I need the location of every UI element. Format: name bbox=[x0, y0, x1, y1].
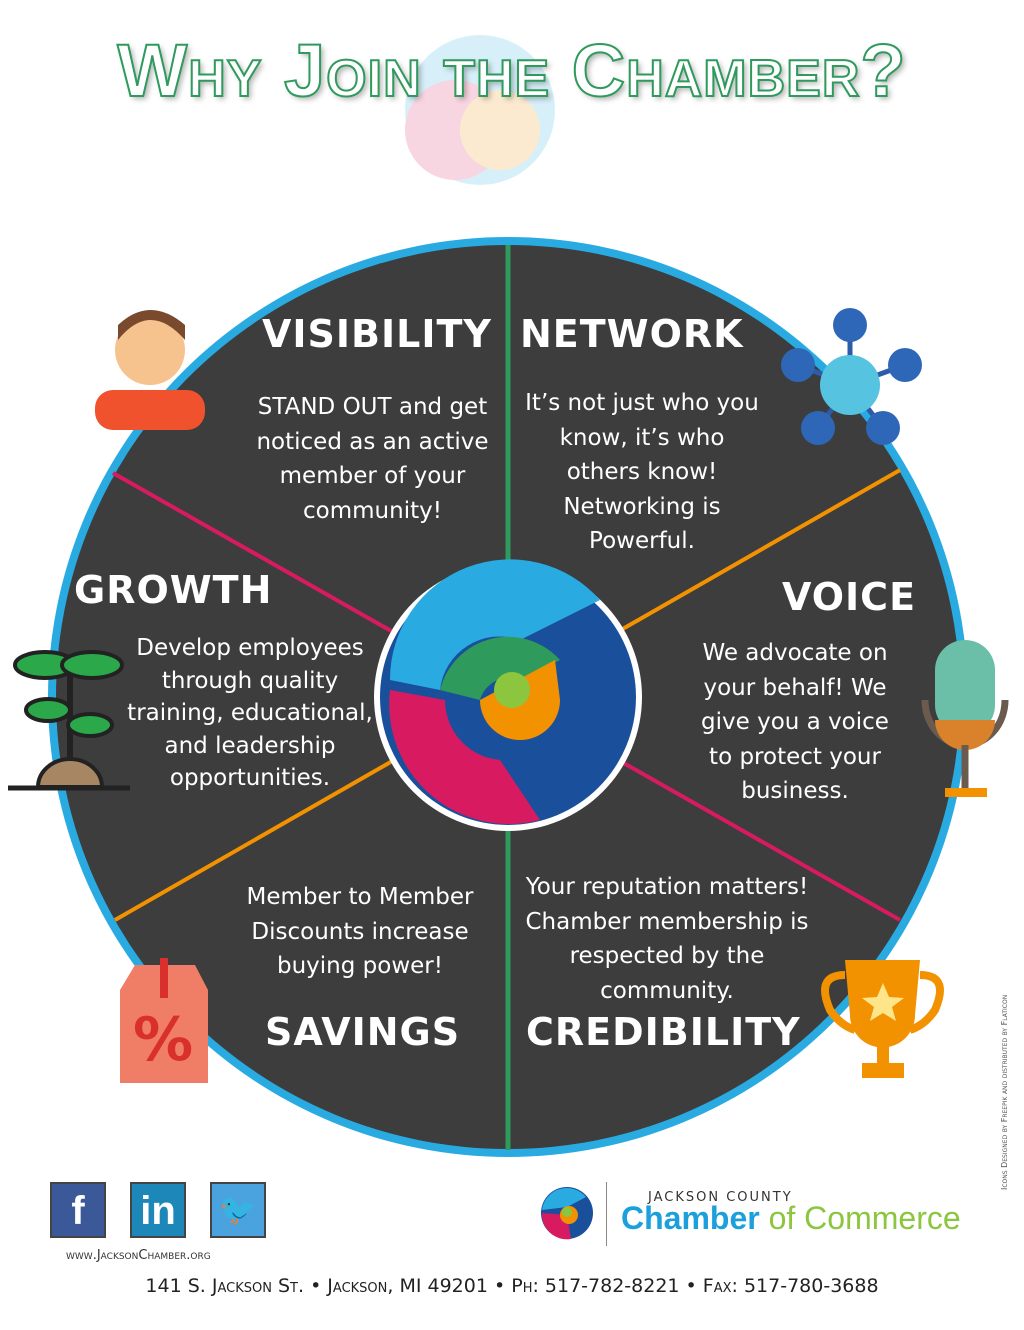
voice-heading: VOICE bbox=[782, 575, 917, 619]
people-icon bbox=[95, 310, 205, 430]
discount-tag-icon: % bbox=[120, 958, 208, 1083]
savings-text: Member to Member Discounts increase buyi… bbox=[246, 884, 474, 979]
org-chamber: Chamber bbox=[621, 1200, 760, 1236]
voice-text: We advocate on your behalf! We give you … bbox=[701, 640, 889, 804]
address-line: 141 S. Jackson St. • Jackson, MI 49201 •… bbox=[145, 1275, 879, 1297]
visibility-text: STAND OUT and get noticed as an active m… bbox=[256, 394, 489, 524]
growth-text: Develop employees through quality traini… bbox=[127, 635, 373, 791]
chamber-logo-icon bbox=[541, 1187, 593, 1240]
org-of-commerce: of Commerce bbox=[768, 1200, 961, 1236]
credibility-text: Your reputation matters! Chamber members… bbox=[525, 874, 809, 1004]
page-title: Why Join the Chamber? bbox=[116, 28, 907, 113]
growth-heading: GROWTH bbox=[74, 568, 273, 612]
trophy-icon bbox=[821, 960, 944, 1078]
linkedin-link[interactable]: in bbox=[130, 1182, 186, 1238]
org-name: Chamber of Commerce bbox=[621, 1200, 961, 1237]
website-link[interactable]: www.JacksonChamber.org bbox=[66, 1248, 211, 1263]
network-icon bbox=[781, 308, 922, 445]
credibility-heading: CREDIBILITY bbox=[526, 1010, 801, 1054]
watermark-logo bbox=[405, 35, 555, 185]
visibility-heading: VISIBILITY bbox=[262, 312, 492, 356]
microphone-icon bbox=[921, 640, 1009, 797]
logo-divider bbox=[606, 1182, 607, 1246]
savings-heading: SAVINGS bbox=[265, 1010, 461, 1054]
center-logo bbox=[374, 559, 642, 831]
org-county: JACKSON COUNTY bbox=[648, 1190, 793, 1205]
svg-text:%: % bbox=[133, 1005, 193, 1075]
network-heading: NETWORK bbox=[520, 312, 744, 356]
twitter-link[interactable]: 🐦 bbox=[210, 1182, 266, 1238]
facebook-link[interactable]: f bbox=[50, 1182, 106, 1238]
network-text: It’s not just who you know, it’s who oth… bbox=[525, 390, 759, 554]
plant-icon bbox=[8, 650, 130, 791]
icon-credit: Icons Designed by Freepik and distribute… bbox=[1000, 994, 1009, 1190]
